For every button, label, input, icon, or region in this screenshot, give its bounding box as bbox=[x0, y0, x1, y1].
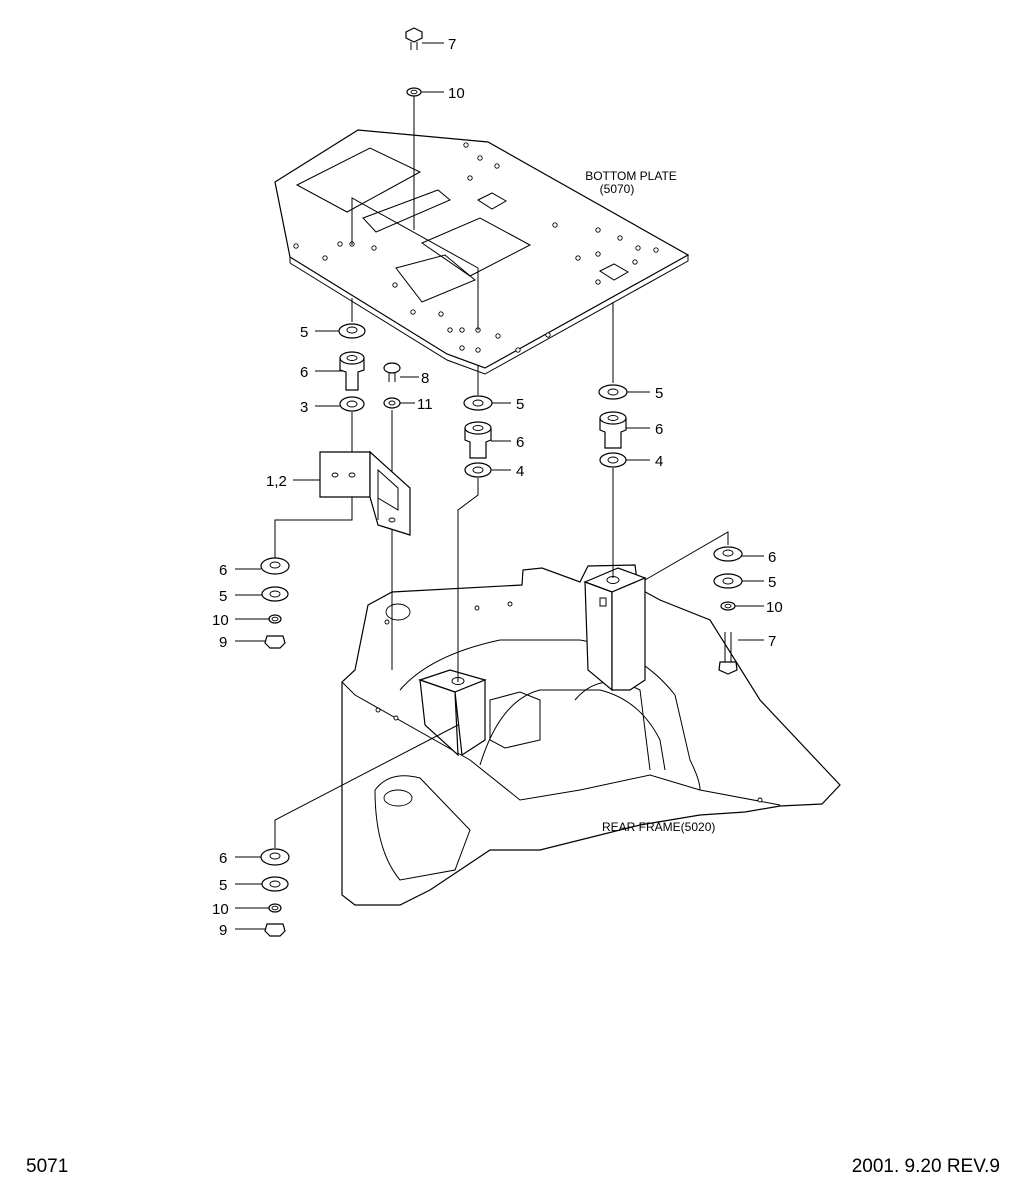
callout-8: 8 bbox=[421, 370, 429, 387]
callout-10-lower: 10 bbox=[212, 612, 229, 629]
callout-5-bottom: 5 bbox=[219, 877, 227, 894]
callout-4-mid: 4 bbox=[516, 463, 524, 480]
callout-6-mid: 6 bbox=[516, 434, 524, 451]
bolt-7-top bbox=[405, 27, 423, 50]
left-mount-stack bbox=[338, 298, 366, 455]
washer-11 bbox=[383, 397, 401, 409]
callout-6-left: 6 bbox=[300, 364, 308, 381]
callout-7-top: 7 bbox=[448, 36, 456, 53]
plate-holes bbox=[293, 142, 659, 353]
revision-date: 2001. 9.20 REV.9 bbox=[852, 1156, 1000, 1177]
callout-10-bottom: 10 bbox=[212, 901, 229, 918]
callout-5-far: 5 bbox=[768, 574, 776, 591]
callout-leaders bbox=[235, 42, 764, 930]
bottom-stack bbox=[260, 724, 459, 937]
callout-3: 3 bbox=[300, 399, 308, 416]
bracket-1-2 bbox=[319, 450, 411, 536]
callout-5-mid: 5 bbox=[516, 396, 524, 413]
callout-9-lower: 9 bbox=[219, 634, 227, 651]
rear-frame bbox=[341, 564, 841, 906]
page-number: 5071 bbox=[26, 1156, 68, 1177]
rear-mount-block bbox=[583, 567, 647, 692]
callout-6-far: 6 bbox=[768, 549, 776, 566]
middle-mount-stack bbox=[457, 366, 493, 682]
bottom-plate-label: BOTTOM PLATE bbox=[585, 169, 677, 183]
far-right-stack bbox=[644, 531, 743, 675]
callout-9-bottom: 9 bbox=[219, 922, 227, 939]
callout-6-bottom: 6 bbox=[219, 850, 227, 867]
callout-6-lower: 6 bbox=[219, 562, 227, 579]
callout-11: 11 bbox=[417, 396, 433, 413]
rear-frame-label: REAR FRAME(5020) bbox=[602, 820, 715, 834]
lower-left-stack bbox=[260, 557, 290, 649]
callout-6-right: 6 bbox=[655, 421, 663, 438]
front-mount-block bbox=[418, 669, 487, 757]
callout-5-left: 5 bbox=[300, 324, 308, 341]
callout-5-right: 5 bbox=[655, 385, 663, 402]
callout-4-right: 4 bbox=[655, 453, 663, 470]
bottom-plate bbox=[274, 129, 690, 375]
bolt-8 bbox=[383, 362, 401, 382]
callout-5-lower: 5 bbox=[219, 588, 227, 605]
right-mount-stack bbox=[598, 302, 628, 578]
callout-7-far: 7 bbox=[768, 633, 776, 650]
washer-10-top bbox=[406, 87, 422, 97]
callout-10-far: 10 bbox=[766, 599, 783, 616]
bottom-plate-code: (5070) bbox=[600, 182, 635, 196]
callout-10-top: 10 bbox=[448, 85, 465, 102]
callout-1-2: 1,2 bbox=[266, 473, 287, 490]
